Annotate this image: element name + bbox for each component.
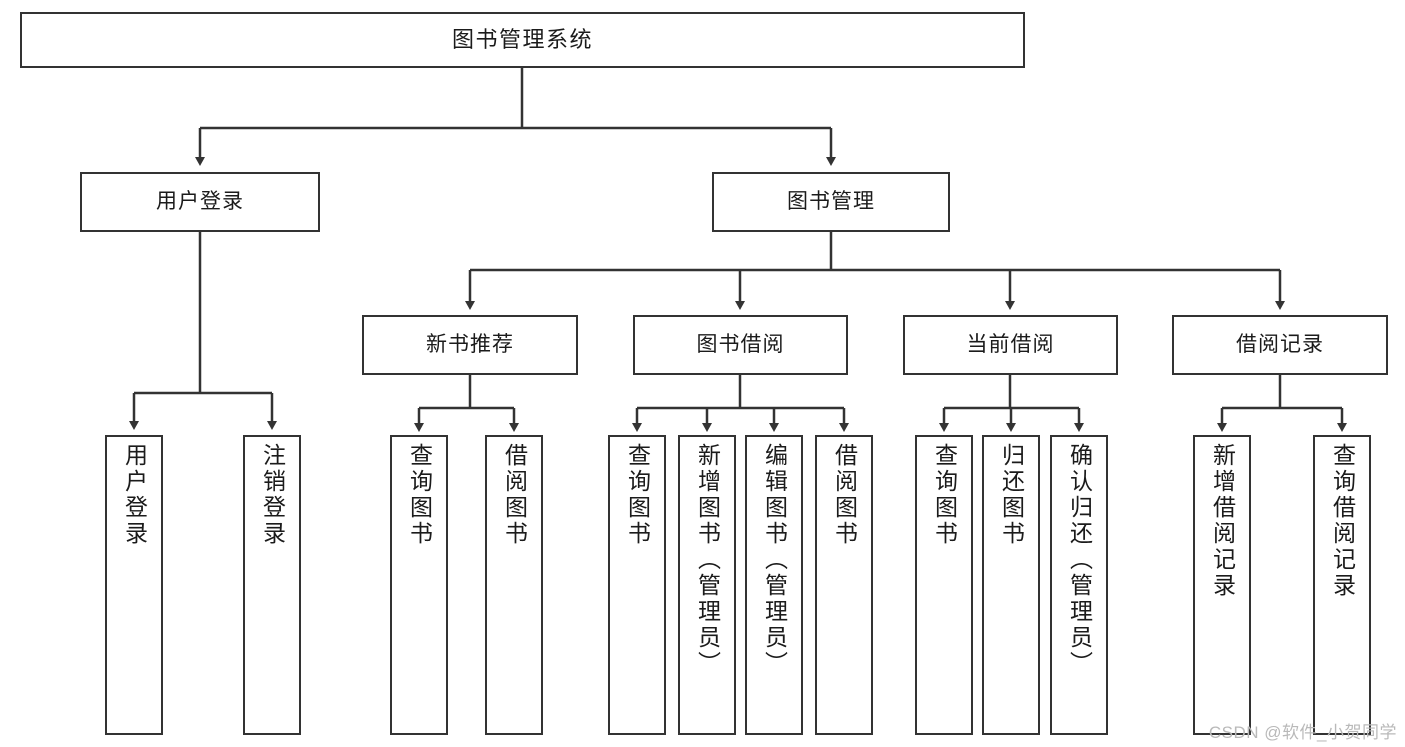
node-label: 图书借阅 <box>696 332 785 356</box>
node-book-manage[interactable]: 图书管理 <box>712 172 950 232</box>
node-borrow-record[interactable]: 借阅记录 <box>1172 315 1388 375</box>
leaf-query-book-newbook[interactable]: 查询图书 <box>390 435 448 735</box>
csdn-watermark: CSDN @软件_小贺同学 <box>1208 723 1397 742</box>
node-label: 新增借阅记录 <box>1209 443 1236 599</box>
node-user-login[interactable]: 用户登录 <box>80 172 320 232</box>
leaf-return-book[interactable]: 归还图书 <box>982 435 1040 735</box>
node-label: 查询借阅记录 <box>1329 443 1356 599</box>
leaf-add-borrow-record[interactable]: 新增借阅记录 <box>1193 435 1251 735</box>
node-label: 查询图书 <box>406 443 433 547</box>
node-label: 新增图书（管理员） <box>694 443 721 677</box>
leaf-confirm-return-admin[interactable]: 确认归还（管理员） <box>1050 435 1108 735</box>
node-label: 当前借阅 <box>966 332 1055 356</box>
node-label: 新书推荐 <box>426 332 514 356</box>
leaf-query-book-borrow[interactable]: 查询图书 <box>608 435 666 735</box>
leaf-user-logout[interactable]: 注销登录 <box>243 435 301 735</box>
leaf-add-book-admin[interactable]: 新增图书（管理员） <box>678 435 736 735</box>
leaf-query-book-current[interactable]: 查询图书 <box>915 435 973 735</box>
leaf-query-borrow-record[interactable]: 查询借阅记录 <box>1313 435 1371 735</box>
node-label: 借阅图书 <box>831 443 858 547</box>
node-label: 编辑图书（管理员） <box>761 443 788 677</box>
node-label: 用户登录 <box>156 189 244 213</box>
leaf-user-login[interactable]: 用户登录 <box>105 435 163 735</box>
leaf-borrow-book-newbook[interactable]: 借阅图书 <box>485 435 543 735</box>
node-book-borrow[interactable]: 图书借阅 <box>633 315 848 375</box>
node-label: 归还图书 <box>998 443 1025 547</box>
node-root-system[interactable]: 图书管理系统 <box>20 12 1025 68</box>
node-label: 查询图书 <box>931 443 958 547</box>
node-label: 注销登录 <box>259 443 286 547</box>
node-current-borrow[interactable]: 当前借阅 <box>903 315 1118 375</box>
node-label: 图书管理系统 <box>451 27 593 53</box>
node-label: 借阅记录 <box>1236 332 1324 356</box>
node-label: 查询图书 <box>624 443 651 547</box>
leaf-borrow-book[interactable]: 借阅图书 <box>815 435 873 735</box>
leaf-edit-book-admin[interactable]: 编辑图书（管理员） <box>745 435 803 735</box>
node-new-book-recommend[interactable]: 新书推荐 <box>362 315 578 375</box>
node-label: 图书管理 <box>787 189 875 213</box>
node-label: 用户登录 <box>121 443 148 547</box>
node-label: 确认归还（管理员） <box>1066 443 1093 677</box>
node-label: 借阅图书 <box>501 443 528 547</box>
